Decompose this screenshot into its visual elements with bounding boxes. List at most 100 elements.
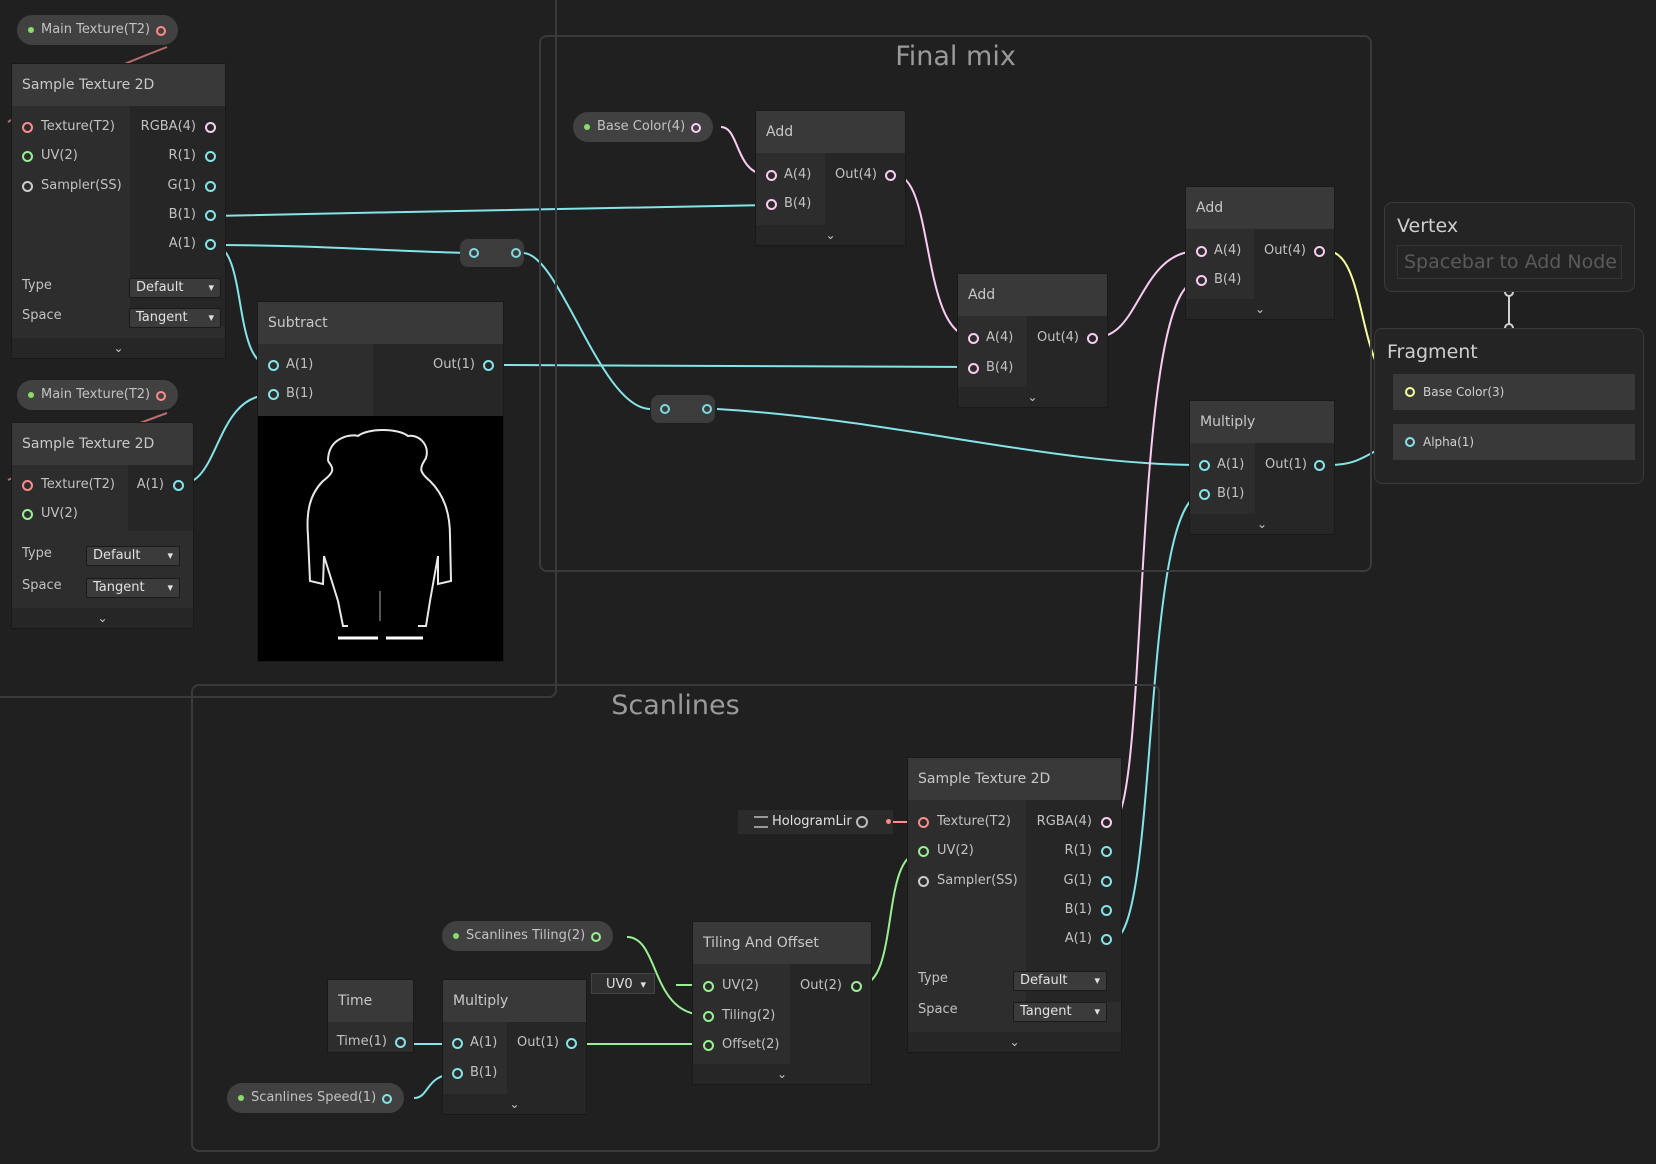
node-title[interactable]: Sample Texture 2D (12, 423, 193, 465)
node-subtract[interactable]: Subtract A(1) B(1) Out(1) (258, 302, 503, 661)
input-port-uv[interactable] (703, 981, 714, 992)
node-sample-texture-a[interactable]: Sample Texture 2D Texture(T2) UV(2) Samp… (12, 64, 225, 358)
input-port-sampler[interactable] (22, 181, 33, 192)
output-port-out[interactable] (851, 981, 862, 992)
input-port-texture[interactable] (22, 122, 33, 133)
node-title[interactable]: Subtract (258, 302, 503, 344)
master-vertex[interactable]: Vertex Spacebar to Add Node (1384, 202, 1635, 292)
collapse-button[interactable]: ⌄ (908, 1032, 1121, 1052)
input-port-uv[interactable] (22, 151, 33, 162)
input-port-a[interactable] (268, 360, 279, 371)
output-port-b[interactable] (205, 210, 216, 221)
node-title[interactable]: Multiply (1190, 401, 1334, 443)
collapse-button[interactable]: ⌄ (756, 225, 905, 245)
output-port-a[interactable] (1101, 934, 1112, 945)
output-port-out[interactable] (1314, 246, 1325, 257)
texture-field-port[interactable] (886, 819, 891, 824)
input-port-alpha[interactable] (1405, 437, 1415, 447)
property-main-texture-2[interactable]: Main Texture(T2) (17, 380, 179, 410)
node-title[interactable]: Time (328, 980, 413, 1022)
input-port-a[interactable] (1199, 460, 1210, 471)
output-port[interactable] (382, 1094, 393, 1104)
input-port-b[interactable] (452, 1068, 463, 1079)
input-port-a[interactable] (1196, 246, 1207, 257)
reroute-out-port[interactable] (702, 404, 712, 414)
group-scanlines[interactable]: Scanlines (191, 684, 1160, 1152)
node-title[interactable]: Add (756, 111, 905, 153)
node-title[interactable]: Add (958, 274, 1107, 316)
input-port-uv[interactable] (918, 846, 929, 857)
space-dropdown[interactable]: Tangent (129, 308, 221, 328)
collapse-button[interactable]: ⌄ (958, 387, 1107, 407)
reroute-node-1[interactable] (460, 239, 524, 267)
type-dropdown[interactable]: Default (86, 546, 180, 566)
node-add-1[interactable]: Add A(4) B(4) Out(4) ⌄ (756, 111, 905, 245)
input-port-a[interactable] (968, 333, 979, 344)
object-picker-icon[interactable] (856, 816, 868, 828)
node-title[interactable]: Sample Texture 2D (12, 64, 225, 106)
property-scanlines-speed[interactable]: Scanlines Speed(1) (227, 1083, 405, 1113)
input-port-a[interactable] (452, 1038, 463, 1049)
node-title[interactable]: Multiply (443, 980, 586, 1022)
output-port-b[interactable] (1101, 905, 1112, 916)
input-port-b[interactable] (766, 199, 777, 210)
collapse-button[interactable]: ⌄ (12, 338, 225, 358)
output-port[interactable] (156, 391, 167, 401)
property-main-texture-1[interactable]: Main Texture(T2) (17, 15, 179, 45)
texture-field-hologram[interactable]: HologramLir (738, 810, 893, 834)
master-fragment[interactable]: Fragment Base Color(3) Alpha(1) (1374, 328, 1644, 484)
collapse-button[interactable]: ⌄ (693, 1064, 871, 1084)
output-port-out[interactable] (1087, 333, 1098, 344)
output-port[interactable] (691, 123, 702, 133)
output-port-a[interactable] (173, 480, 184, 491)
vertex-add-node-field[interactable]: Spacebar to Add Node (1397, 245, 1622, 279)
reroute-node-2[interactable] (651, 395, 715, 423)
input-port-texture[interactable] (22, 480, 33, 491)
space-dropdown[interactable]: Tangent (86, 578, 180, 598)
type-dropdown[interactable]: Default (129, 278, 221, 298)
uv-channel-dropdown[interactable]: UV0 ▾ (591, 973, 655, 994)
input-port-b[interactable] (268, 389, 279, 400)
output-port-rgba[interactable] (205, 122, 216, 133)
space-dropdown[interactable]: Tangent (1013, 1002, 1107, 1022)
output-port-a[interactable] (205, 239, 216, 250)
node-sample-texture-scanlines[interactable]: Sample Texture 2D Texture(T2) UV(2) Samp… (908, 758, 1121, 1052)
input-port-tiling[interactable] (703, 1011, 714, 1022)
node-tiling-and-offset[interactable]: Tiling And Offset UV(2) Tiling(2) Offset… (693, 922, 871, 1084)
node-add-3[interactable]: Add A(4) B(4) Out(4) ⌄ (1186, 187, 1334, 319)
output-port-out[interactable] (885, 170, 896, 181)
input-port-offset[interactable] (703, 1040, 714, 1051)
output-port-out[interactable] (566, 1038, 577, 1049)
input-port-base-color[interactable] (1405, 387, 1415, 397)
input-port-uv[interactable] (22, 509, 33, 520)
group-final-mix[interactable]: Final mix (539, 35, 1372, 572)
reroute-out-port[interactable] (511, 248, 521, 258)
reroute-in-port[interactable] (469, 248, 479, 258)
node-multiply-bottom[interactable]: Multiply A(1) B(1) Out(1) ⌄ (443, 980, 586, 1114)
fragment-slot-alpha[interactable]: Alpha(1) (1393, 424, 1635, 460)
input-port-b[interactable] (968, 363, 979, 374)
output-port-rgba[interactable] (1101, 817, 1112, 828)
node-multiply-top[interactable]: Multiply A(1) B(1) Out(1) ⌄ (1190, 401, 1334, 534)
output-port[interactable] (156, 26, 167, 36)
input-port-a[interactable] (766, 170, 777, 181)
reroute-in-port[interactable] (660, 404, 670, 414)
collapse-button[interactable]: ⌄ (443, 1094, 586, 1114)
output-port-r[interactable] (205, 151, 216, 162)
node-title[interactable]: Add (1186, 187, 1334, 229)
input-port-b[interactable] (1196, 275, 1207, 286)
collapse-button[interactable]: ⌄ (12, 608, 193, 628)
property-scanlines-tiling[interactable]: Scanlines Tiling(2) (442, 921, 614, 951)
type-dropdown[interactable]: Default (1013, 971, 1107, 991)
input-port-sampler[interactable] (918, 876, 929, 887)
property-base-color[interactable]: Base Color(4) (573, 112, 714, 142)
output-port[interactable] (591, 932, 602, 942)
input-port-texture[interactable] (918, 817, 929, 828)
output-port-r[interactable] (1101, 846, 1112, 857)
node-add-2[interactable]: Add A(4) B(4) Out(4) ⌄ (958, 274, 1107, 407)
node-title[interactable]: Tiling And Offset (693, 922, 871, 964)
collapse-button[interactable]: ⌄ (1186, 299, 1334, 319)
output-port-out[interactable] (483, 360, 494, 371)
input-port-b[interactable] (1199, 489, 1210, 500)
node-title[interactable]: Sample Texture 2D (908, 758, 1121, 800)
